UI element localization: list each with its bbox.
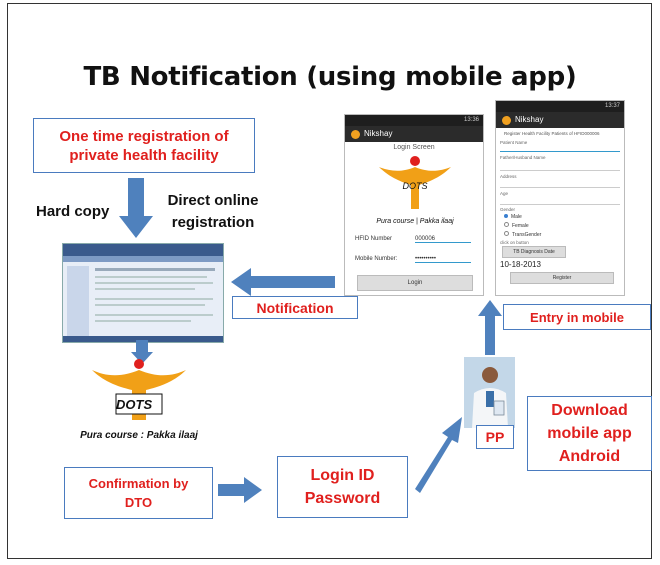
login-button[interactable]: Login — [357, 275, 473, 291]
radio-icon — [504, 231, 509, 236]
registration-box: One time registration of private health … — [33, 118, 255, 173]
app-logo-icon — [351, 129, 360, 139]
gender-transgender-label: TransGender — [512, 232, 542, 238]
dots-logo-tagline: Pura course : Pakka ilaaj — [80, 430, 198, 441]
arrow-right-confirmation — [218, 477, 262, 503]
notification-box: Notification — [232, 296, 358, 319]
download-box: Download mobile app Android — [527, 396, 652, 471]
gender-female-label: Female — [512, 223, 529, 229]
slide-title: TB Notification (using mobile app) — [83, 62, 577, 92]
login-app-bar: Nikshay — [345, 126, 483, 142]
login-dots-logo: DOTS Pura course | Pakka ilaaj — [376, 156, 454, 225]
hfid-input[interactable]: 000006 — [415, 236, 471, 243]
mobile-row: Mobile Number: •••••••••• — [355, 256, 479, 263]
hfid-row: HFID Number 000006 — [355, 236, 479, 243]
dots-logo-text: DOTS — [116, 397, 153, 412]
download-text: Download mobile app Android — [547, 402, 632, 465]
radio-icon — [504, 222, 509, 227]
age-input[interactable] — [500, 196, 620, 205]
login-text: Login ID Password — [304, 467, 381, 507]
radio-selected-icon — [504, 214, 508, 218]
register-field-1: Father/Husband Name — [500, 155, 546, 160]
hard-copy-label: Hard copy — [36, 203, 110, 220]
doctor-image — [464, 357, 515, 428]
tb-diagnosis-date-button[interactable]: TB Diagnosis Date — [502, 246, 566, 258]
arrow-up-pp — [478, 300, 502, 355]
confirmation-text: Confirmation by DTO — [88, 476, 189, 510]
diagnosis-date-value: 10-18-2013 — [500, 260, 541, 269]
address-input[interactable] — [500, 179, 620, 188]
register-field-0: Patient Name — [500, 140, 528, 145]
pp-box: PP — [476, 425, 514, 449]
register-header: Register Health Facility Patients of HFI… — [504, 131, 600, 136]
pp-text: PP — [485, 429, 505, 445]
father-name-input[interactable] — [500, 160, 620, 171]
arrow-down-registration — [119, 178, 153, 238]
register-button[interactable]: Register — [510, 272, 614, 284]
svg-text:Pura course | Pakka ilaaj: Pura course | Pakka ilaaj — [376, 218, 454, 225]
register-field-3: Age — [500, 191, 509, 196]
gender-option-female[interactable]: Female — [496, 222, 624, 229]
hfid-label: HFID Number — [355, 236, 393, 242]
register-app-bar: Nikshay — [496, 112, 624, 128]
login-app-name: Nikshay — [364, 129, 393, 138]
register-app-name: Nikshay — [515, 115, 544, 124]
click-on-button-label: click on button — [500, 240, 529, 245]
registration-text: One time registration of private health … — [59, 127, 229, 164]
mobile-input[interactable]: •••••••••• — [415, 256, 471, 263]
direct-online-label: Direct online registration — [167, 192, 259, 231]
website-screenshot — [62, 243, 224, 343]
register-phone-screenshot: 13:37 Nikshay Register Health Facility P… — [495, 100, 625, 296]
register-status-bar: 13:37 — [496, 101, 624, 112]
gender-option-male[interactable]: Male — [496, 214, 624, 220]
register-field-4: Gender — [500, 207, 516, 212]
svg-text:DOTS: DOTS — [402, 181, 427, 191]
login-phone-screenshot: 13:36 Nikshay Login Screen DOTS Pura cou… — [344, 114, 484, 296]
login-box: Login ID Password — [277, 456, 408, 518]
arrow-down-website — [131, 340, 153, 364]
doctor-icon — [464, 357, 515, 428]
app-logo-icon — [502, 115, 511, 125]
login-status-bar: 13:36 — [345, 115, 483, 126]
confirmation-box: Confirmation by DTO — [64, 467, 213, 519]
gender-male-label: Male — [511, 214, 522, 220]
arrow-left-notification — [231, 268, 335, 296]
arrow-diagonal-login — [415, 417, 462, 493]
mobile-label: Mobile Number: — [355, 256, 398, 262]
gender-option-transgender[interactable]: TransGender — [496, 231, 624, 238]
entry-mobile-box: Entry in mobile — [503, 304, 651, 330]
notification-text: Notification — [256, 299, 334, 316]
entry-mobile-text: Entry in mobile — [530, 309, 624, 325]
login-screen-title: Login Screen — [393, 144, 435, 151]
dots-logo — [92, 359, 186, 420]
patient-name-input[interactable] — [500, 145, 620, 152]
register-field-2: Address — [500, 174, 517, 179]
